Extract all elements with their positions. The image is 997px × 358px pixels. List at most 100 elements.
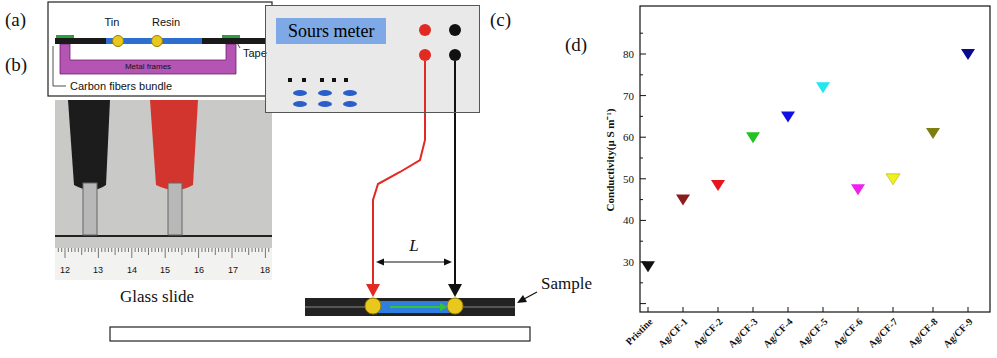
ruler-tick [211, 248, 212, 252]
data-point [851, 184, 865, 195]
ruler-tick [71, 248, 72, 252]
ruler-number: 13 [93, 265, 103, 275]
button [293, 101, 307, 107]
ruler-tick [161, 248, 162, 252]
panel-letter: (b) [5, 54, 27, 76]
ruler-tick [141, 248, 142, 252]
ruler-tick [95, 248, 96, 252]
ruler-tick [188, 248, 189, 252]
current-arrow [390, 306, 441, 308]
part-label: Tin [105, 16, 120, 29]
ruler-tick [58, 248, 59, 252]
glass-slide [110, 327, 530, 341]
part-label: Glass slide [120, 287, 194, 307]
ruler-tick [181, 248, 182, 255]
ruler-tick [105, 248, 106, 252]
x-tick [718, 307, 719, 312]
ruler-tick [252, 248, 253, 252]
leader-line [524, 292, 537, 299]
ruler-tick [195, 248, 196, 252]
data-point [816, 82, 830, 93]
y-tick [640, 137, 646, 138]
dimension-arrow [444, 259, 452, 266]
y-tick [640, 241, 643, 242]
ruler-tick [168, 248, 169, 252]
ruler-tick [138, 248, 139, 252]
sample-bundle [305, 298, 515, 316]
button [318, 101, 332, 107]
x-tick [823, 307, 824, 312]
ruler-tick [75, 248, 76, 252]
x-tick [648, 307, 649, 312]
ruler-number: 15 [160, 265, 170, 275]
panel-letter: (a) [5, 9, 26, 31]
category-label: Ag/CF-4 [761, 316, 795, 350]
ruler-tick [85, 248, 86, 252]
red-terminal [419, 24, 431, 36]
red-terminal [419, 49, 431, 61]
tick-label: 40 [623, 214, 634, 227]
red-clip [150, 100, 198, 190]
category-label: Ag/CF-7 [866, 316, 900, 350]
black-lead [454, 61, 456, 286]
indicator [332, 78, 336, 82]
ruler-tick [215, 248, 216, 255]
probe-arrow [366, 284, 380, 297]
category-label: Ag/CF-5 [796, 316, 830, 350]
tin-dot [113, 36, 124, 47]
ruler-tick [131, 248, 132, 258]
x-tick [753, 307, 754, 312]
button [343, 101, 357, 107]
part-label: Metal frames [125, 62, 171, 71]
panel-letter: (d) [565, 34, 587, 56]
y-tick [640, 220, 646, 221]
ruler-tick [238, 248, 239, 252]
y-tick [640, 116, 643, 117]
red-lead [373, 61, 425, 286]
tin-contact [365, 298, 381, 314]
indicator [302, 78, 306, 82]
button [343, 90, 357, 96]
meter-display: Sours meter [276, 18, 386, 44]
tick-label: 70 [623, 89, 634, 102]
resin-section [377, 301, 451, 313]
plot-frame [640, 6, 990, 312]
y-tick [640, 33, 643, 34]
data-point [926, 128, 940, 139]
indicator [344, 78, 348, 82]
x-tick [788, 307, 789, 312]
ruler-tick [128, 248, 129, 252]
part-label: Tape [243, 47, 267, 60]
ruler-tick [65, 248, 66, 258]
ruler-ticks [58, 248, 268, 258]
resin-dot [152, 36, 163, 47]
y-tick [640, 95, 646, 96]
ruler-tick [232, 248, 233, 258]
data-point [641, 261, 655, 272]
category-label: Ag/CF-1 [656, 316, 690, 350]
category-label: Pristine [623, 316, 655, 348]
ruler-tick [258, 248, 259, 252]
ruler-tick [262, 248, 263, 252]
x-tick [858, 307, 859, 312]
probe-arrow [448, 284, 462, 297]
ruler-tick [228, 248, 229, 252]
ruler-tick [201, 248, 202, 252]
source-meter: Sours meter [265, 5, 480, 113]
tin-contact [447, 298, 463, 314]
axis-title: Conductivity(μ S m⁻¹) [604, 109, 617, 212]
ruler-tick [245, 248, 246, 252]
data-point [961, 49, 975, 60]
ruler-tick [145, 248, 146, 252]
ruler-tick [111, 248, 112, 252]
ruler-tick [178, 248, 179, 252]
ruler-tick [255, 248, 256, 252]
test-leads [373, 61, 455, 286]
ruler-tick [78, 248, 79, 252]
ruler-tick [225, 248, 226, 252]
y-tick [640, 54, 646, 55]
ruler-tick [221, 248, 222, 252]
clip-jaw [168, 183, 182, 235]
